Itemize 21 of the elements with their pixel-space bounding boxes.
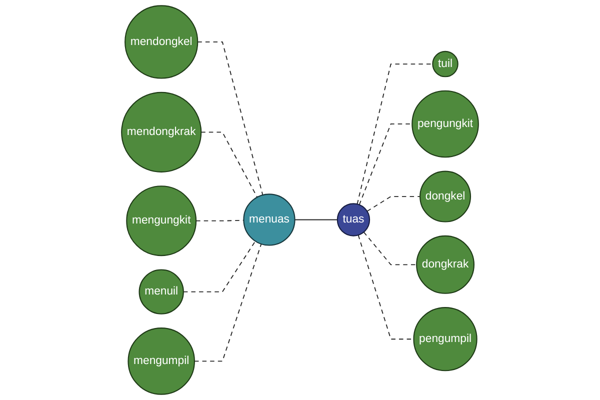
node-circle: menuil [138,269,184,314]
node-circle: tuil [432,50,458,78]
node-circle: mengungkit [126,186,197,256]
node-circle: mendongkrak [121,92,202,172]
node-circle: pengungkit [412,90,479,158]
node-circle: tuas [336,203,370,236]
connector [182,240,256,292]
node-circle: mengumpil [128,328,195,395]
connector [366,196,420,212]
node-circle: pengumpil [413,307,478,372]
node-circle: dongkrak [416,235,474,294]
node-circle: menuas [243,194,296,246]
node-circle: mendongkel [124,5,198,79]
connector [194,244,262,362]
connector [294,219,338,220]
connector [200,132,258,198]
connector [358,124,413,206]
connector [197,42,264,196]
connector [356,64,434,205]
node-circle: dongkel [420,170,472,222]
connector [363,232,418,266]
